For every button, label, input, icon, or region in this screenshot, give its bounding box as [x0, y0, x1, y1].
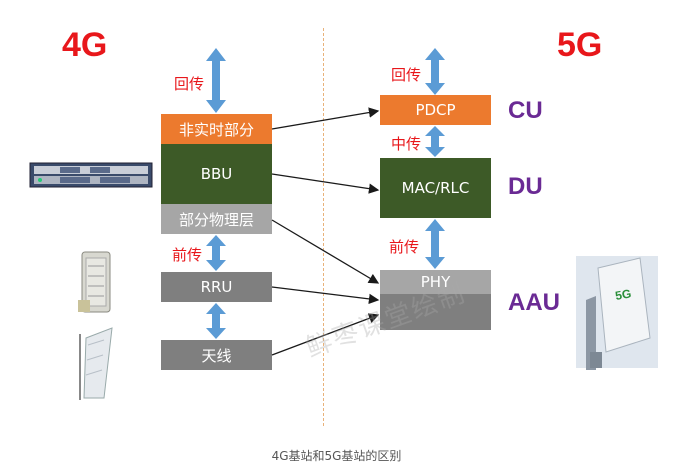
label-right-backhaul: 回传: [391, 66, 422, 84]
label-aau: AAU: [508, 289, 560, 316]
label-cu: CU: [508, 97, 543, 124]
box-partial-phy: 部分物理层: [161, 204, 272, 234]
box-pdcp: PDCP: [380, 95, 491, 125]
line-rru-to-aau: [271, 286, 380, 305]
label-left-fronthaul: 前传: [172, 246, 203, 264]
line-nonrt-to-pdcp: [271, 107, 380, 130]
svg-text:5G: 5G: [614, 286, 632, 303]
arrow-left-rru-antenna: [206, 303, 226, 339]
rru-equipment-image: [78, 251, 111, 313]
arrow-right-backhaul: [425, 48, 445, 95]
box-aau-body: [380, 294, 491, 330]
box-rru: RRU: [161, 272, 272, 302]
arrow-right-fronthaul: [425, 219, 445, 269]
arrow-right-midhaul: [425, 126, 445, 157]
label-right-midhaul: 中传: [391, 135, 422, 153]
box-phy: PHY: [380, 270, 491, 294]
arrow-left-fronthaul: [206, 235, 226, 271]
box-rru-label: RRU: [200, 278, 233, 296]
box-pdcp-label: PDCP: [415, 101, 456, 119]
line-phy-to-phy: [271, 219, 380, 284]
box-mac-rlc: MAC/RLC: [380, 158, 491, 218]
antenna-image: [79, 327, 113, 400]
label-left-backhaul: 回传: [174, 75, 205, 93]
box-bbu: BBU: [161, 144, 272, 204]
figure-caption: 4G基站和5G基站的区别: [271, 449, 402, 463]
aau-5g-antenna-image: 5G: [576, 256, 658, 370]
box-antenna-label: 天线: [201, 346, 232, 365]
title-5g: 5G: [557, 26, 603, 64]
center-divider: [323, 28, 324, 426]
box-non-realtime: 非实时部分: [161, 114, 272, 144]
box-antenna: 天线: [161, 340, 272, 370]
label-du: DU: [508, 173, 543, 200]
label-right-fronthaul: 前传: [389, 238, 420, 256]
line-bbu-to-macrlc: [271, 173, 380, 194]
line-antenna-to-aau: [271, 313, 380, 356]
box-bbu-label: BBU: [200, 165, 233, 183]
box-phy-label: PHY: [420, 273, 451, 291]
box-mac-rlc-label: MAC/RLC: [401, 179, 470, 197]
arrow-left-backhaul: [206, 48, 226, 113]
title-4g: 4G: [62, 26, 108, 64]
bbu-equipment-image: [29, 162, 153, 188]
box-partial-phy-label: 部分物理层: [178, 210, 254, 229]
box-non-realtime-label: 非实时部分: [178, 120, 254, 139]
